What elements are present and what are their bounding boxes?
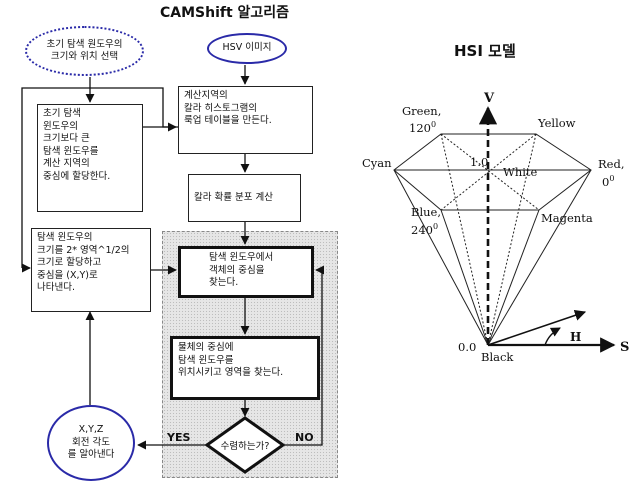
box-find-centroid: 탐색 윈도우에서 객체의 중심을 찾는다. <box>178 246 314 298</box>
hsi-h-direction <box>487 309 587 346</box>
hsi-blue-degree-value: 240 <box>411 222 433 237</box>
hsi-edge-red <box>487 169 592 346</box>
hsi-blue-degree-mark: 0 <box>432 222 439 231</box>
hsi-h-label: H <box>570 330 582 344</box>
hsi-black-label: Black <box>481 350 514 364</box>
oval-initial-window: 초기 탐색 원도우의 크기와 위치 선택 <box>25 26 144 76</box>
no-label: NO <box>295 431 314 444</box>
hsi-blue-degree: 2400 <box>411 220 438 237</box>
hsi-h-arc <box>544 327 561 346</box>
hsi-red-degree: 00 <box>602 172 614 189</box>
hsi-edge-cyan <box>393 169 489 346</box>
diamond-converge-label: 수렴하는가? <box>220 441 270 452</box>
box-resize-window: 탐색 윈도우의 크기를 2* 영역^1/2의 크기로 할당하고 중심을 (X,Y… <box>31 228 151 312</box>
hsi-s-label: S <box>620 340 630 355</box>
converge-diamond-shape <box>204 416 286 474</box>
hsi-red-degree-value: 0 <box>602 174 610 189</box>
hsi-edge-magenta <box>487 209 540 346</box>
hsi-green-degree: 1200 <box>409 118 436 135</box>
hsi-green-label: Green, <box>402 104 442 118</box>
box-probability: 칼라 확률 분포 계산 <box>188 174 301 222</box>
connector-no-loop <box>281 265 325 446</box>
hsi-yellow-label: Yellow <box>538 116 576 130</box>
hsi-edge-blue <box>440 209 489 346</box>
hsi-v-label: V <box>484 91 495 106</box>
oval-xyz-rotation: X,Y,Z 회전 각도 를 알아낸다 <box>47 405 135 481</box>
hsi-edge-green <box>440 133 489 346</box>
camshift-title: CAMShift 알고리즘 <box>160 5 290 21</box>
yes-label: YES <box>167 431 191 444</box>
hsi-white-label: White <box>503 165 538 179</box>
hsi-magenta-label: Magenta <box>541 211 593 225</box>
box-color-histogram: 계산지역의 칼라 히스토그램의 룩업 테이블을 만든다. <box>178 86 313 154</box>
hsi-hexagon-top <box>393 133 592 211</box>
hsi-green-degree-value: 120 <box>409 120 431 135</box>
hsi-red-label: Red, <box>598 157 625 171</box>
hsi-red-degree-mark: 0 <box>609 174 615 183</box>
hsi-one-label: 1.0 <box>470 155 489 169</box>
hsi-blue-label: Blue, <box>411 205 441 219</box>
hsi-green-degree-mark: 0 <box>430 120 437 129</box>
hsi-title: HSI 모델 <box>454 42 516 60</box>
hsi-hexagon-diagonal-2 <box>440 133 537 211</box>
box-move-window: 물체의 중심에 탐색 윈도우를 위치시키고 영역을 찾는다. <box>170 336 320 400</box>
hsi-edge-yellow <box>487 133 537 346</box>
hsi-hexagon-diagonal-1 <box>440 133 540 211</box>
oval-hsv-image: HSV 이미지 <box>207 33 287 64</box>
hsi-zero-label: 0.0 <box>458 340 477 354</box>
hsi-cyan-label: Cyan <box>362 156 392 170</box>
box-initial-search: 초기 탐색 윈도우의 크기보다 큰 탐색 윈도우를 계산 지역의 중심에 할당한… <box>37 104 143 212</box>
